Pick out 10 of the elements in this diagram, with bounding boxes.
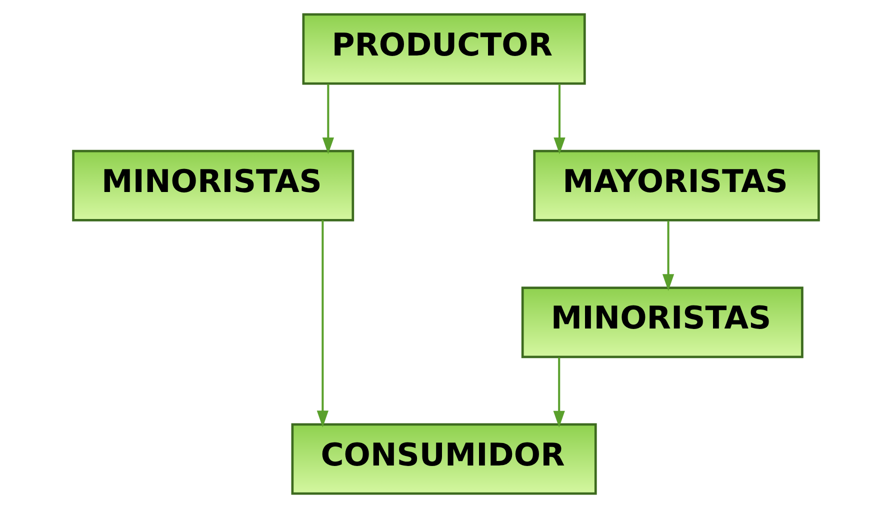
node-box: CONSUMIDOR [291,423,597,495]
arrow [662,220,674,291]
arrow [316,220,329,428]
arrow [554,84,566,154]
node-box: MAYORISTAS [533,150,820,222]
arrow [553,358,565,428]
node-box: PRODUCTOR [302,13,586,85]
arrow [322,84,334,154]
node-box: MINORISTAS [72,150,354,222]
node-box: MINORISTAS [521,286,804,358]
